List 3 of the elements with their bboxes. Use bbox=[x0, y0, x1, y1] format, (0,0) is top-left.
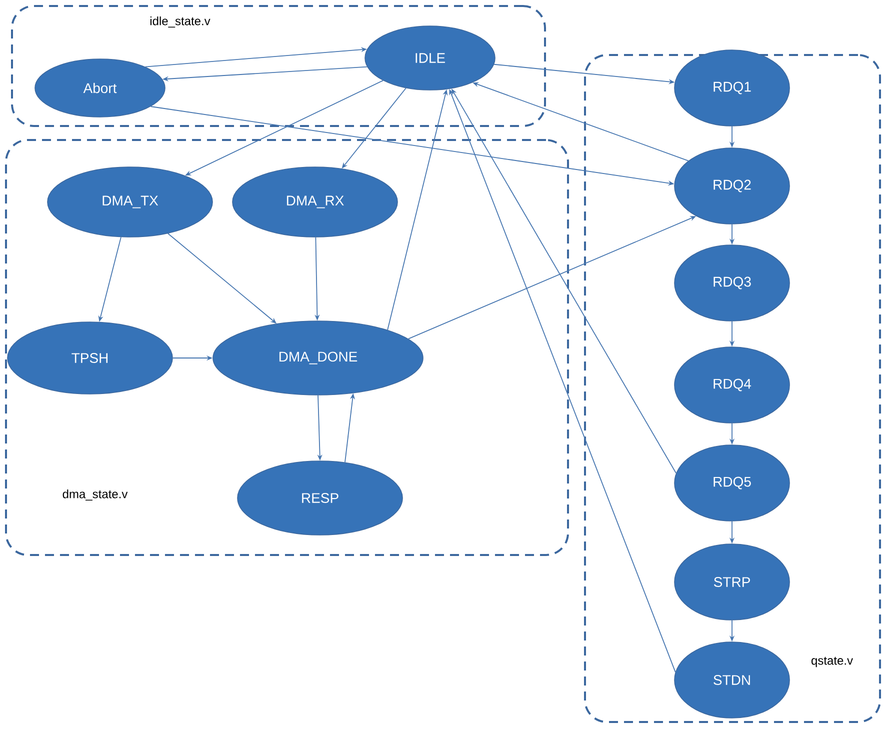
group-label: qstate.v bbox=[812, 656, 853, 668]
group-label: idle_state.v bbox=[150, 16, 210, 28]
group-label: dma_state.v bbox=[62, 489, 128, 501]
